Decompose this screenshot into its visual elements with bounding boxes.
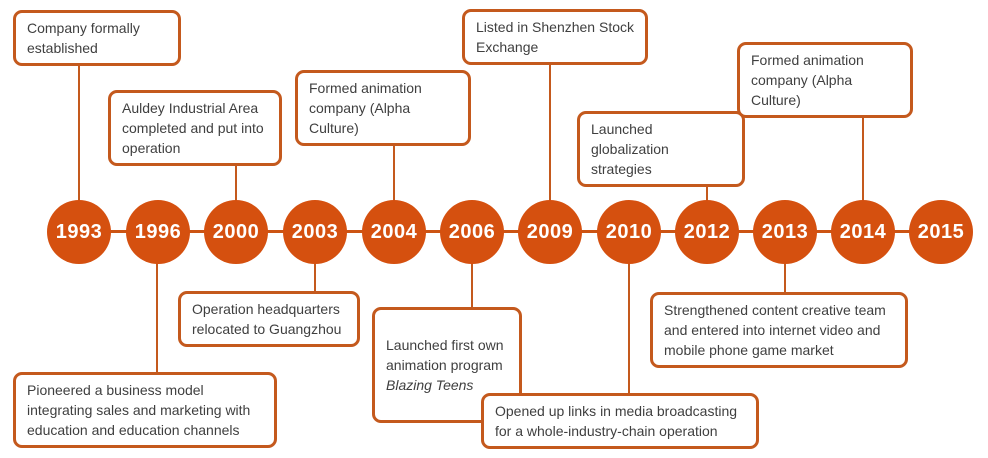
connector-2009 — [549, 24, 551, 232]
year-label: 1996 — [134, 220, 182, 243]
year-label: 2012 — [683, 220, 731, 243]
year-label: 2013 — [761, 220, 809, 243]
timeline-node-2003: 2003 — [283, 200, 347, 264]
callout-blazing-teens-text: Launched first own animation program — [386, 337, 504, 373]
callout-company-established-1993: Company formally established — [13, 10, 181, 66]
timeline-node-2009: 2009 — [518, 200, 582, 264]
callout-blazing-teens-title: Blazing Teens — [386, 377, 474, 393]
callout-business-model-1996: Pioneered a business model integrating s… — [13, 372, 277, 448]
year-label: 2014 — [839, 220, 887, 243]
callout-alpha-culture-2014: Formed animation company (Alpha Culture) — [737, 42, 913, 118]
connector-2004 — [393, 85, 395, 232]
year-label: 2010 — [605, 220, 653, 243]
connector-2010 — [628, 232, 630, 408]
callout-content-team-2013: Strengthened content creative team and e… — [650, 292, 908, 368]
timeline-node-2012: 2012 — [675, 200, 739, 264]
year-label: 2015 — [917, 220, 965, 243]
year-label: 2003 — [291, 220, 339, 243]
connector-2013 — [784, 232, 786, 307]
connector-1993 — [78, 25, 80, 232]
connector-2000 — [235, 105, 237, 232]
connector-2003 — [314, 232, 316, 306]
callout-auldey-industrial-area-2000: Auldey Industrial Area completed and put… — [108, 90, 282, 166]
timeline-node-2014: 2014 — [831, 200, 895, 264]
timeline-node-2006: 2006 — [440, 200, 504, 264]
timeline-node-1993: 1993 — [47, 200, 111, 264]
year-label: 2004 — [370, 220, 418, 243]
timeline-node-2013: 2013 — [753, 200, 817, 264]
callout-alpha-culture-2004: Formed animation company (Alpha Culture) — [295, 70, 471, 146]
timeline-node-2004: 2004 — [362, 200, 426, 264]
timeline-node-2000: 2000 — [204, 200, 268, 264]
callout-headquarters-2003: Operation headquarters relocated to Guan… — [178, 291, 360, 347]
callout-blazing-teens-2006: Launched first own animation program Bla… — [372, 307, 522, 423]
callout-media-broadcasting-2010: Opened up links in media broadcasting fo… — [481, 393, 759, 449]
year-label: 2000 — [212, 220, 260, 243]
year-label: 2006 — [448, 220, 496, 243]
timeline-node-2010: 2010 — [597, 200, 661, 264]
timeline-axis-line — [79, 230, 941, 233]
timeline-node-2015: 2015 — [909, 200, 973, 264]
timeline-node-1996: 1996 — [126, 200, 190, 264]
connector-2014 — [862, 57, 864, 232]
year-label: 1993 — [55, 220, 103, 243]
callout-globalization-2012: Launched globalization strategies — [577, 111, 745, 187]
year-label: 2009 — [526, 220, 574, 243]
connector-1996 — [156, 232, 158, 387]
connector-2006 — [471, 232, 473, 322]
callout-shenzhen-listing-2009: Listed in Shenzhen Stock Exchange — [462, 9, 648, 65]
